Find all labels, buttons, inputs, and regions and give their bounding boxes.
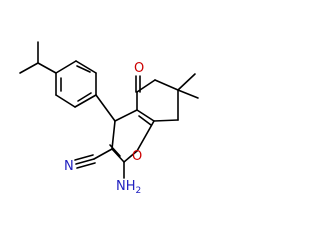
atom-label-nitrile-n: N: [64, 159, 74, 174]
bond: [95, 94, 116, 122]
bond: [75, 60, 97, 74]
bond: [55, 94, 76, 108]
amino-prefix: NH: [116, 179, 136, 194]
bond: [19, 62, 39, 74]
bond: [153, 119, 179, 122]
triple-bond: [75, 158, 95, 165]
atom-label-oxygen-ring: O: [132, 149, 142, 164]
bond: [55, 60, 77, 74]
triple-bond: [76, 162, 96, 169]
bond: [136, 109, 155, 122]
bond: [93, 148, 113, 160]
bond: [111, 120, 116, 150]
molecule-drawing: O O N NH2: [19, 41, 199, 196]
bond: [123, 150, 138, 163]
double-bond-inner: [138, 115, 152, 126]
bond: [177, 89, 199, 99]
bond: [37, 62, 57, 74]
triple-bond: [74, 154, 94, 161]
bond: [114, 109, 138, 122]
amino-subscript: 2: [136, 186, 142, 196]
atom-label-amino: NH2: [116, 179, 141, 196]
double-bond-inner: [77, 92, 92, 102]
bond: [136, 120, 155, 152]
structure-canvas: O O N NH2: [19, 41, 199, 196]
bond: [177, 73, 196, 91]
double-bond-inner: [109, 144, 121, 157]
bond: [111, 148, 125, 163]
atom-label-oxygen-ketone: O: [134, 61, 144, 76]
bond: [154, 79, 179, 91]
bond: [74, 94, 97, 108]
double-bond-inner: [76, 65, 91, 73]
